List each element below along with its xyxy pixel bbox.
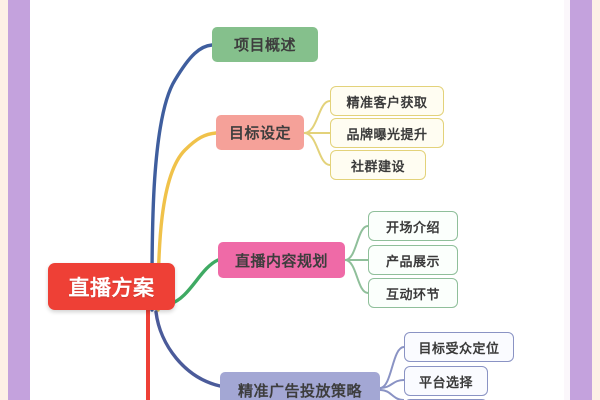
link-branch4-to-leaf-1 [379,346,405,389]
mindmap-leaf-node-opening-intro[interactable]: 开场介绍 [368,211,458,241]
mindmap-root-node[interactable]: 直播方案 [48,263,175,310]
link-branch3-to-leaf-3 [344,259,369,294]
mindmap-branch-node-goal-setting[interactable]: 目标设定 [216,115,304,150]
mindmap-branch-node-livestream-content-plan[interactable]: 直播内容规划 [218,242,345,278]
mindmap-leaf-node-precise-customer-acquisition[interactable]: 精准客户获取 [330,86,444,116]
mindmap-leaf-node-community-building[interactable]: 社群建设 [330,150,426,180]
link-branch2-to-leaf-3 [303,132,331,166]
link-branch4-to-leaf-3 [379,389,405,400]
page-border-cream-right [592,0,600,400]
link-branch3-to-leaf-1 [344,225,369,261]
page-border-cream-left [0,0,8,400]
mindmap-leaf-node-platform-selection[interactable]: 平台选择 [404,366,488,396]
page-border-purple-right [570,0,592,400]
mindmap-leaf-node-interactive-segment[interactable]: 互动环节 [368,278,458,308]
mindmap-branch-node-project-overview[interactable]: 项目概述 [212,27,318,62]
page-border-purple-left [8,0,30,400]
mindmap-branch-node-ad-placement-strategy[interactable]: 精准广告投放策略 [220,372,380,400]
mindmap-leaf-node-product-showcase[interactable]: 产品展示 [368,245,458,275]
page-border-white-left [30,0,36,400]
mindmap-leaf-node-brand-exposure[interactable]: 品牌曝光提升 [330,118,444,148]
mindmap-leaf-node-target-audience-positioning[interactable]: 目标受众定位 [404,332,514,362]
link-branch2-to-leaf-1 [303,100,331,134]
link-root-to-branch-4 [154,310,222,388]
link-root-to-branch-3 [168,258,220,306]
page-border-white-right [564,0,570,400]
link-branch4-to-leaf-2 [379,379,405,389]
